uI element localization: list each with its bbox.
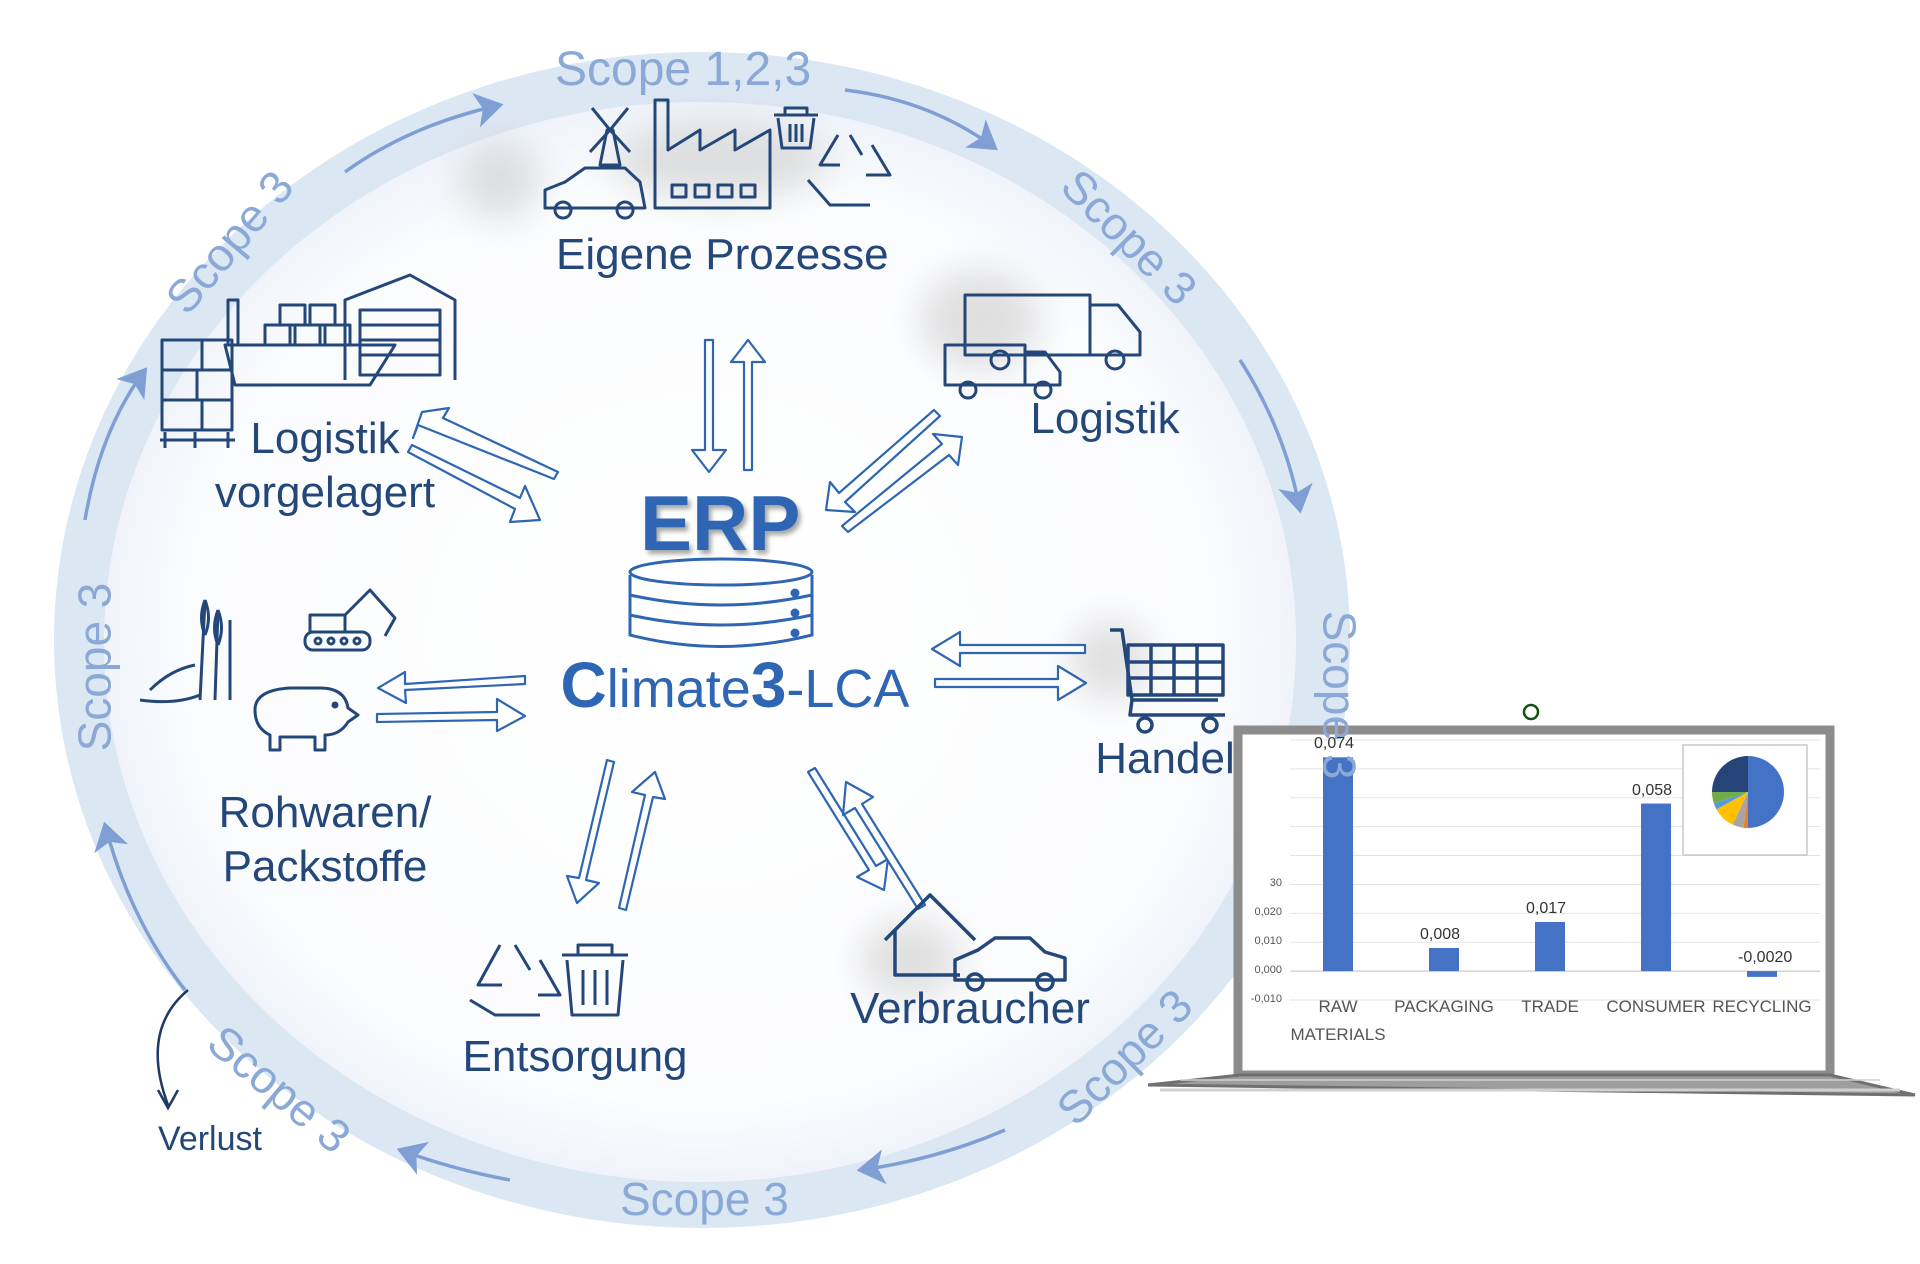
- chart-y-tick-label: 0,000: [1254, 964, 1282, 977]
- chart-category-label-line: CONSUMER: [1606, 997, 1706, 1017]
- arrow-pair-handel: [930, 630, 1088, 702]
- house-icon: [883, 893, 977, 977]
- label-rohwaren-1: Rohwaren/: [218, 788, 432, 837]
- pie-slices: [1712, 756, 1784, 828]
- label-verlust: Verlust: [158, 1120, 262, 1158]
- chart-bar: [1429, 948, 1459, 972]
- arrow-pair-logistik-vor: [406, 406, 560, 524]
- brand-mid: limate: [606, 659, 751, 719]
- chart-bar: [1535, 922, 1565, 972]
- laptop-icon: [1147, 703, 1916, 1097]
- chart-bar: [1641, 803, 1671, 972]
- pie-slice: [1712, 792, 1748, 804]
- pie-slice: [1748, 756, 1784, 828]
- brand-c: C: [560, 649, 607, 721]
- warehouse-icon: [343, 273, 457, 380]
- wheat-icon: [139, 599, 232, 704]
- verbraucher-icons: [883, 893, 1067, 992]
- label-verbraucher: Verbraucher: [850, 984, 1090, 1033]
- arrow-pair-eigene: [690, 338, 767, 474]
- exchange-arrows: [375, 338, 1088, 912]
- pie-inset: [1682, 744, 1808, 856]
- label-logistik-vorgelagert-2: vorgelagert: [214, 468, 436, 517]
- shopping-cart-icon: [1110, 628, 1225, 734]
- factory-icon: [653, 98, 772, 210]
- arrow-pair-verbraucher: [806, 766, 927, 911]
- label-eigene-prozesse: Eigene Prozesse: [556, 230, 889, 279]
- recycle-icon-bottom: [469, 944, 562, 1017]
- eigene-prozesse-icons: [543, 98, 892, 220]
- chart-bar: [1747, 971, 1777, 977]
- brand-3: 3: [750, 649, 787, 721]
- erp-title: ERP: [640, 479, 801, 567]
- brand-end: -LCA: [786, 659, 910, 719]
- label-logistik: Logistik: [1030, 394, 1180, 443]
- chart-y-tick-label: -0,010: [1250, 993, 1282, 1005]
- chart-category-label: RAW MATERIALS: [1283, 993, 1393, 1049]
- chart-bars: [1323, 757, 1777, 977]
- windmill-icon: [588, 107, 632, 167]
- pallet-boxes-icon: [160, 338, 235, 448]
- chart-category-label: RECYCLING: [1707, 993, 1817, 1021]
- chart-category-label-line: RAW: [1318, 997, 1358, 1017]
- arrow-pair-logistik: [824, 408, 964, 534]
- pie-slice: [1743, 792, 1748, 828]
- chart-y-tick-label: 30: [1269, 877, 1282, 890]
- chart-category-label-line: TRADE: [1521, 997, 1579, 1017]
- pie-slice: [1716, 792, 1748, 825]
- chart-category-label-line: MATERIALS: [1290, 1025, 1386, 1045]
- trash-bin-icon-bottom: [562, 943, 628, 1017]
- pie-slice: [1712, 756, 1748, 792]
- chart-y-tick-label: 0,020: [1254, 906, 1282, 919]
- truck-large-icon: [963, 293, 1142, 371]
- rohwaren-icons: [139, 588, 397, 752]
- chart-category-label: TRADE: [1495, 993, 1605, 1021]
- database-icon: [628, 557, 814, 648]
- chart-category-label: PACKAGING: [1389, 993, 1499, 1021]
- chart-value-label: 0,008: [1420, 926, 1461, 943]
- verlust-arrow: [156, 989, 189, 1106]
- scope-top-label: Scope 1,2,3: [555, 43, 812, 96]
- scope-right-label: Scope 3: [1313, 610, 1366, 780]
- chart-category-label-line: PACKAGING: [1394, 997, 1494, 1017]
- trash-icon: [774, 106, 818, 150]
- arrow-pair-entsorgung: [565, 758, 667, 912]
- cargo-ship-icon: [223, 298, 397, 387]
- label-rohwaren-2: Packstoffe: [222, 842, 428, 891]
- chart-y-tick-label: 0,010: [1254, 935, 1282, 948]
- chart-bar: [1323, 757, 1353, 972]
- label-entsorgung: Entsorgung: [462, 1032, 688, 1081]
- verlust-arrowhead: [156, 1089, 180, 1111]
- recycle-icon: [806, 134, 892, 207]
- pie-slice: [1713, 792, 1748, 810]
- pig-icon: [253, 686, 360, 752]
- label-logistik-vorgelagert-1: Logistik: [250, 414, 400, 463]
- pie-slice: [1732, 792, 1748, 828]
- label-handel: Handel: [1095, 734, 1235, 783]
- car-icon: [543, 166, 647, 220]
- chart-value-label: 0,074: [1314, 735, 1355, 753]
- chart-category-label-line: RECYCLING: [1712, 997, 1812, 1017]
- logistik-vorgelagert-icons: [160, 273, 457, 448]
- chart-category-label: CONSUMER: [1601, 993, 1711, 1021]
- ring-arrows: [83, 88, 1313, 1185]
- scope-bottom-label: Scope 3: [620, 1173, 789, 1225]
- scope-left-label: Scope 3: [68, 582, 121, 752]
- webcam-icon: [1522, 703, 1540, 721]
- arrow-pair-rohwaren: [375, 670, 527, 733]
- entsorgung-icons: [469, 943, 628, 1017]
- car-icon-bottom: [953, 936, 1067, 992]
- truck-small-icon: [943, 343, 1062, 400]
- excavator-icon: [303, 588, 397, 652]
- climate-lca-brand: Climate3-LCA: [555, 648, 915, 722]
- chart-value-label: 0,017: [1526, 900, 1567, 917]
- chart-value-label: 0,058: [1632, 781, 1673, 799]
- logistik-truck-icons: [943, 293, 1142, 400]
- chart-value-label: -0,0020: [1738, 949, 1793, 967]
